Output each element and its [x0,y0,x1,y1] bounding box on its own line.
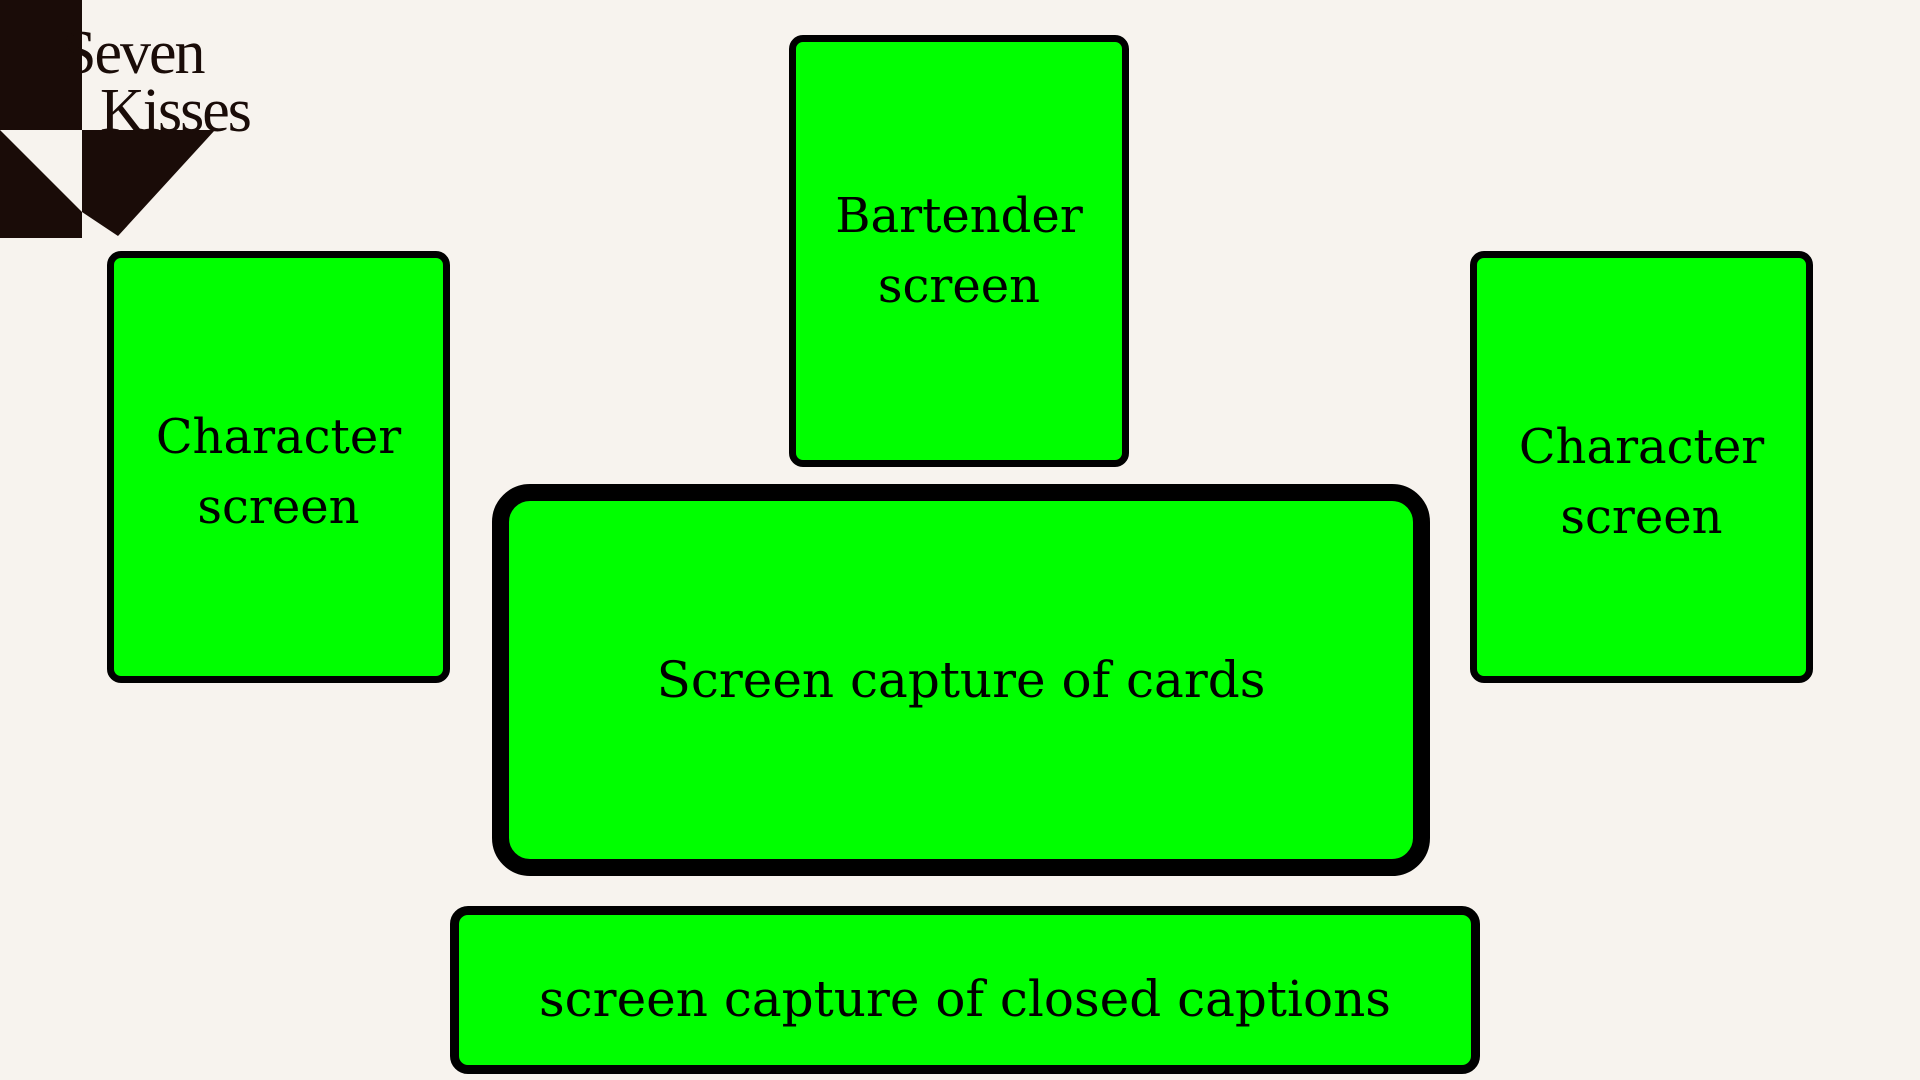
cards-capture-panel: Screen capture of cards [492,484,1430,876]
cards-capture-label: Screen capture of cards [656,650,1266,709]
logo-text-seven: Seven [62,19,206,87]
seven-kisses-logo: Seven Kisses [0,0,260,240]
logo-text-kisses: Kisses [100,77,252,145]
logo-mark-icon [0,0,215,238]
character-screen-left-label: Character screen [155,409,402,535]
captions-capture-panel: screen capture of closed captions [450,906,1480,1074]
bartender-screen-panel: Bartender screen [789,35,1129,467]
character-screen-right-panel: Character screen [1470,251,1813,683]
character-screen-left-panel: Character screen [107,251,450,683]
character-screen-right-label: Character screen [1518,419,1765,545]
bartender-screen-label: Bartender screen [835,188,1083,314]
captions-capture-label: screen capture of closed captions [539,970,1391,1028]
